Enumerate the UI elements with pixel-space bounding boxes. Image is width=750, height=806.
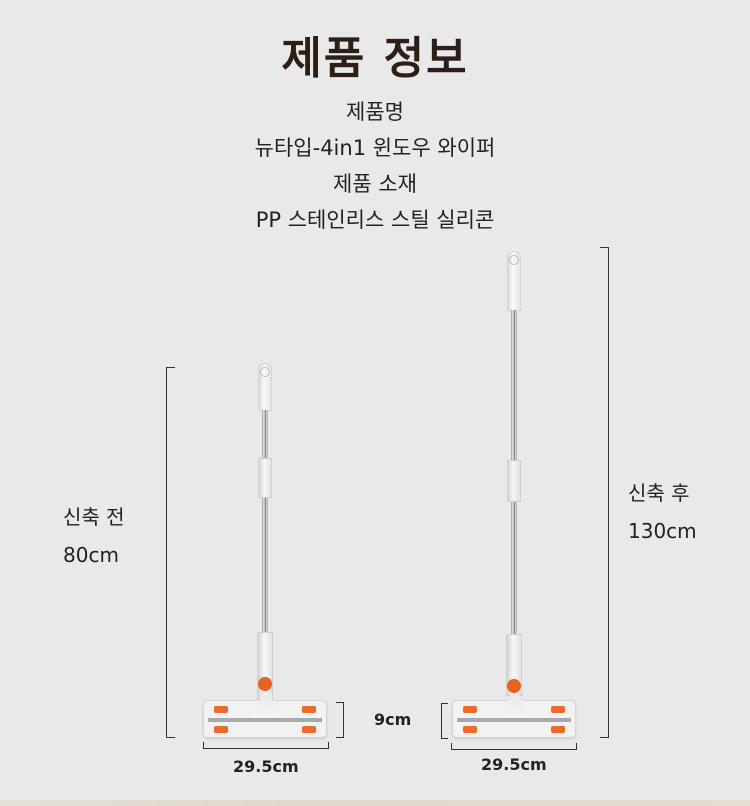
squeegee-strip [457, 718, 571, 722]
page-title: 제품 정보 [281, 33, 469, 84]
cleaning-pad [463, 726, 477, 733]
wiper-head [452, 695, 576, 738]
height-value: 9cm [374, 710, 412, 729]
length-value: 130cm [628, 519, 697, 543]
width-bracket-after [451, 743, 577, 750]
pivot-knob [507, 679, 521, 693]
pole-segment [511, 502, 517, 636]
head-mount [501, 695, 529, 717]
length-bracket-after [600, 247, 609, 738]
pole-segment [511, 310, 517, 462]
cleaning-pad [214, 706, 228, 713]
pole-sleeve [258, 458, 272, 498]
width-value-before: 29.5cm [233, 757, 299, 776]
cleaning-pad [551, 726, 565, 733]
height-bracket-after [441, 703, 448, 739]
pivot-knob [258, 677, 272, 691]
squeegee-strip [208, 718, 322, 722]
cleaning-pad [463, 706, 477, 713]
width-bracket-before [203, 742, 329, 749]
cleaning-pad [214, 726, 228, 733]
pole-segment [262, 498, 268, 632]
pole-sleeve [507, 460, 521, 502]
pole-segment [262, 410, 268, 458]
handle-grip [258, 363, 272, 411]
product-material-value: PP 스테인리스 스틸 실리콘 [255, 208, 495, 232]
bottom-divider [0, 800, 750, 806]
width-value-after: 29.5cm [481, 755, 547, 774]
length-bracket-before [166, 367, 175, 738]
length-label-before: 신축 전 80cm [63, 498, 125, 574]
cleaning-pad [302, 706, 316, 713]
handle-grip [507, 251, 521, 311]
cleaning-pad [551, 706, 565, 713]
wiper-head [203, 695, 327, 738]
length-label-after: 신축 후 130cm [628, 474, 697, 550]
cleaning-pad [302, 726, 316, 733]
product-name-label: 제품명 [346, 100, 404, 124]
hang-hole-icon [509, 255, 519, 265]
product-material-label: 제품 소재 [333, 172, 417, 196]
height-bracket [336, 702, 344, 738]
state-label: 신축 전 [63, 505, 125, 529]
state-label: 신축 후 [628, 481, 690, 505]
product-name-value: 뉴타입-4in1 윈도우 와이퍼 [254, 136, 496, 160]
hang-hole-icon [260, 367, 270, 377]
length-value: 80cm [63, 543, 119, 567]
